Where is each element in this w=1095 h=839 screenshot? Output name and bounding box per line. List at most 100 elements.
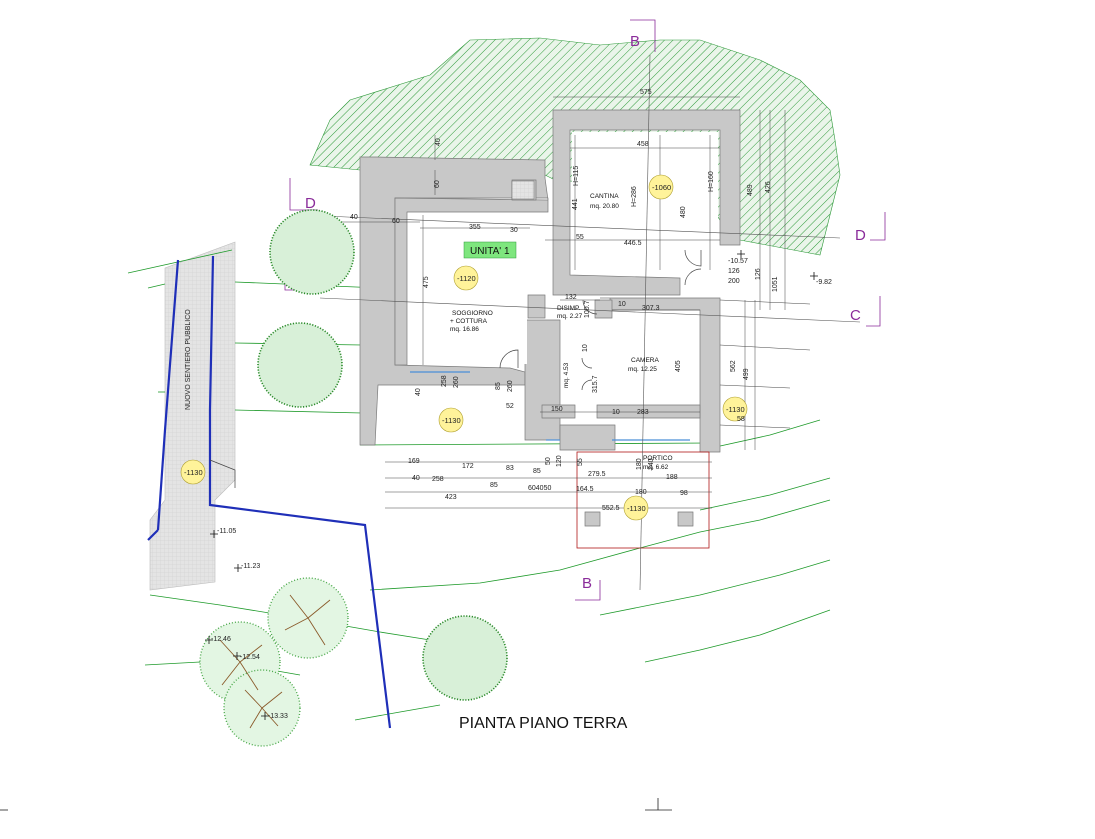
dim-83: 83 [506, 465, 514, 472]
room-disimp-name: DISIMP. [557, 305, 581, 312]
level-soggiorno: -1120 [457, 274, 476, 283]
dim-h286: H=286 [631, 186, 638, 207]
dim-55: 55 [576, 234, 584, 241]
dim-180b: 180 [635, 489, 647, 496]
dim-10b: 10 [582, 344, 589, 352]
dim-1051: 1051 [772, 276, 779, 292]
public-path-strip [149, 241, 236, 591]
dim-169: 169 [408, 458, 420, 465]
dim-172: 172 [462, 463, 474, 470]
section-c: C [850, 307, 861, 324]
dim-85c: 85 [490, 482, 498, 489]
dim-58: 58 [737, 416, 745, 423]
dim-85b: 85 [533, 468, 541, 475]
portico-outline [576, 451, 710, 549]
dim-h115: H=115 [573, 166, 580, 186]
level-east: -1130 [726, 405, 745, 414]
room-soggiorno-area: mq. 16.86 [450, 326, 479, 333]
section-d-left: D [305, 195, 316, 212]
dim-480: 480 [680, 206, 687, 218]
room-soggiorno-name-2: + COTTURA [450, 318, 488, 325]
dim-441: 441 [572, 198, 579, 210]
windows [410, 371, 690, 441]
spot-height-crosses [205, 250, 818, 720]
room-camera-name: CAMERA [631, 357, 659, 364]
public-path-label: NUOVO SENTIERO PUBBLICO [185, 309, 192, 410]
dim-10c: 10 [612, 409, 620, 416]
tree-canopies [257, 209, 508, 701]
dim-562: 562 [730, 360, 737, 372]
spot-height-6: -12.54 [240, 654, 260, 661]
level-front-terrace: -1130 [442, 416, 461, 425]
room-camera-area: mq. 12.25 [628, 366, 657, 373]
spot-height-3: -11.05 [217, 528, 236, 535]
dim-279-5: 279.5 [588, 471, 606, 478]
dim-150: 150 [551, 406, 563, 413]
path-boundary [147, 255, 392, 729]
room-cantina-name: CANTINA [590, 193, 619, 200]
dim-h160: H=160 [708, 171, 715, 192]
dim-52: 52 [506, 403, 514, 410]
dim-423: 423 [445, 494, 457, 501]
building-walls [359, 109, 741, 527]
dim-132: 132 [565, 294, 577, 301]
section-b-top: B [630, 33, 640, 50]
dim-120: 120 [556, 455, 563, 467]
section-b-bottom: B [582, 575, 592, 592]
room-interiors [409, 132, 718, 404]
footer-marks [0, 798, 672, 811]
dim-40a: 40 [435, 138, 442, 146]
dim-283: 283 [637, 409, 649, 416]
drawing-title: PIANTA PIANO TERRA [459, 715, 628, 732]
dim-50: 50 [545, 457, 552, 465]
dim-240: 240 [648, 458, 655, 470]
dim-499: 499 [743, 368, 750, 380]
room-cantina-area: mq. 20.80 [590, 203, 619, 210]
dim-40b: 40 [350, 214, 358, 221]
dim-475: 475 [423, 276, 430, 288]
dim-307-3: 307.3 [642, 305, 660, 312]
dim-258b: 258 [432, 476, 444, 483]
unit-label-box [463, 241, 517, 259]
room-portico-name: PORTICO [643, 455, 673, 462]
spot-height-5: -12.46 [211, 636, 231, 643]
room-soggiorno-name-1: SOGGIORNO [452, 310, 493, 317]
dim-260a: 260 [453, 376, 460, 388]
dim-126a: 126 [728, 268, 740, 275]
stair-block [511, 180, 535, 200]
dim-98: 98 [680, 490, 688, 497]
olive-branches [219, 594, 331, 729]
dim-405: 405 [675, 360, 682, 372]
dim-126b: 126 [755, 268, 762, 280]
dim-55b: 55 [577, 458, 584, 466]
dim-355: 355 [469, 224, 481, 231]
dim-446-5: 446.5 [624, 240, 642, 247]
dim-575: 575 [640, 89, 652, 96]
dim-426: 426 [765, 181, 772, 193]
spot-height-7: -13.33 [268, 713, 288, 720]
dim-30: 30 [510, 227, 518, 234]
dim-188: 188 [666, 474, 678, 481]
room-bagno-area: mq. 4.53 [563, 362, 570, 388]
level-path: -1130 [184, 468, 203, 477]
dim-200: 200 [728, 278, 740, 285]
level-cantina: -1060 [652, 183, 671, 192]
unit-label: UNITA' 1 [470, 246, 510, 257]
door-swings [209, 249, 702, 488]
dim-40d: 40 [412, 475, 420, 482]
level-markers [180, 174, 748, 521]
level-portico: -1130 [627, 504, 646, 513]
room-disimp-area: mq. 2.27 [557, 313, 583, 320]
dim-85a: 85 [495, 382, 502, 390]
spot-height-2: -9.82 [816, 279, 832, 286]
dim-40c: 40 [415, 388, 422, 396]
dim-164-5: 164.5 [576, 486, 594, 493]
spot-height-4: -11.23 [241, 563, 260, 570]
dimension-lines [340, 96, 811, 509]
dim-10a: 10 [618, 301, 626, 308]
dim-100-7: 100.7 [584, 300, 591, 318]
dim-60a: 60 [434, 180, 441, 188]
dim-180a: 180 [636, 458, 643, 470]
dim-458: 458 [637, 141, 649, 148]
